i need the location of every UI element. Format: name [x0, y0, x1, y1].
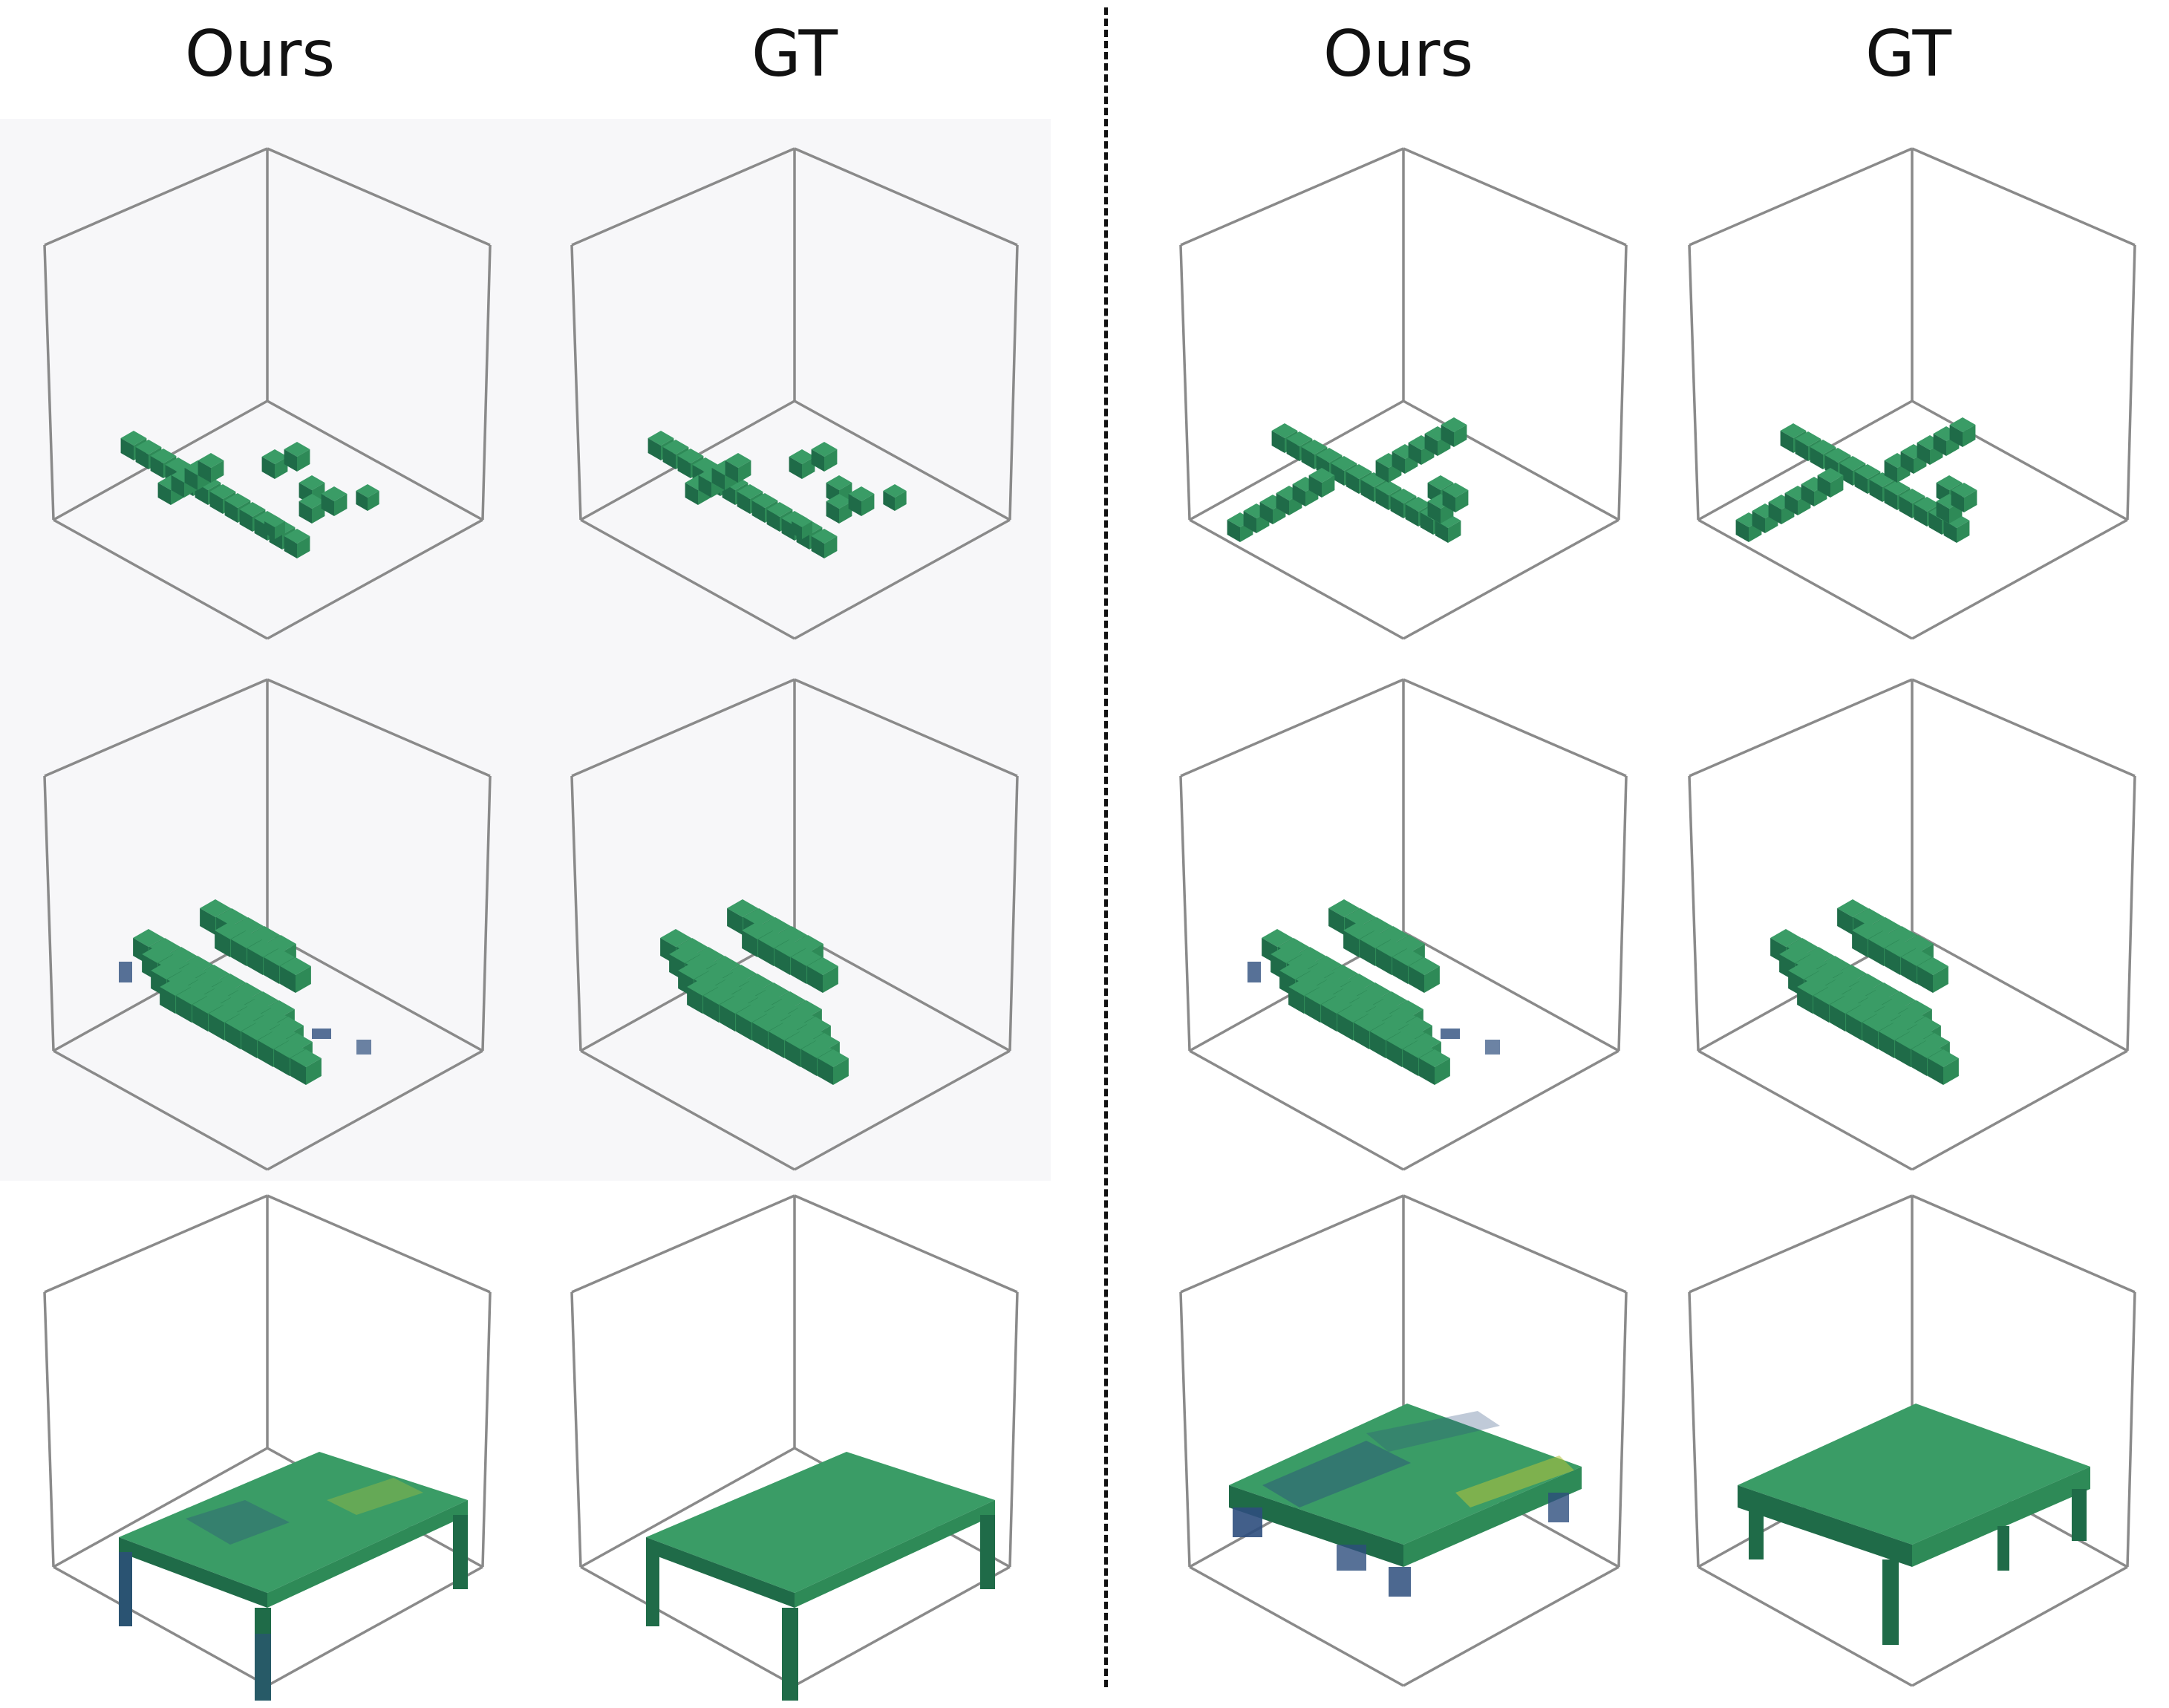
cell-airplane-left-gt — [535, 141, 1054, 661]
airplane-render — [570, 147, 1019, 640]
table-render — [570, 1194, 1019, 1701]
wireframe-box — [570, 678, 1019, 1171]
car-render — [43, 678, 492, 1171]
airplane-render — [43, 147, 492, 640]
cell-car-right-ours — [1144, 672, 1663, 1192]
wireframe-box — [1688, 147, 2136, 640]
cell-table-left-ours — [7, 1188, 527, 1708]
cell-airplane-right-gt — [1652, 141, 2169, 661]
car-render — [1179, 678, 1628, 1171]
cell-car-right-gt — [1652, 672, 2169, 1192]
table-voxels — [1229, 1404, 1582, 1597]
table-render — [1179, 1194, 1628, 1687]
column-label-ours-2: Ours — [1322, 17, 1474, 91]
column-label-gt-2: GT — [1865, 17, 1952, 91]
table-render — [43, 1194, 492, 1701]
cell-table-left-gt — [535, 1188, 1054, 1708]
car-voxels — [119, 899, 371, 1085]
airplane-voxels — [120, 431, 379, 558]
wireframe-box — [1179, 678, 1628, 1171]
car-voxels — [660, 899, 849, 1085]
cell-car-left-gt — [535, 672, 1054, 1192]
column-divider — [1104, 7, 1108, 1687]
wireframe-box — [43, 678, 492, 1171]
car-voxels — [1770, 899, 1959, 1085]
cell-airplane-right-ours — [1144, 141, 1663, 661]
airplane-voxels — [1227, 417, 1469, 543]
table-voxels — [1738, 1404, 2090, 1645]
wireframe-box — [570, 147, 1019, 640]
wireframe-box — [570, 1194, 1019, 1687]
airplane-render — [1179, 147, 1628, 640]
wireframe-box — [43, 147, 492, 640]
airplane-render — [1688, 147, 2136, 640]
table-voxels — [646, 1452, 995, 1701]
table-render — [1688, 1194, 2136, 1687]
column-label-ours-1: Ours — [184, 17, 336, 91]
car-voxels — [1247, 899, 1500, 1085]
airplane-voxels — [1735, 417, 1977, 543]
table-voxels — [119, 1452, 468, 1701]
car-render — [570, 678, 1019, 1171]
car-render — [1688, 678, 2136, 1171]
cell-table-right-ours — [1144, 1188, 1663, 1708]
airplane-voxels — [648, 431, 907, 558]
cell-airplane-left-ours — [7, 141, 527, 661]
column-label-gt-1: GT — [751, 17, 838, 91]
wireframe-box — [1179, 147, 1628, 640]
cell-table-right-gt — [1652, 1188, 2169, 1708]
cell-car-left-ours — [7, 672, 527, 1192]
wireframe-box — [1688, 678, 2136, 1171]
